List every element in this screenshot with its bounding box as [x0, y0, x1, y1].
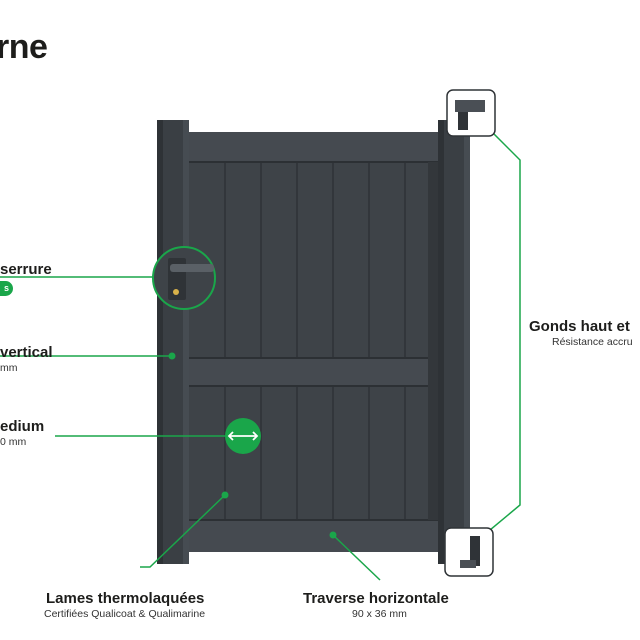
lock-zoom — [152, 246, 216, 310]
keyhole-icon — [173, 289, 179, 295]
top-rail — [189, 132, 438, 162]
medium-sub: 0 mm — [0, 436, 27, 448]
slats-sub: Certifiées Qualicoat & Qualimarine — [44, 608, 206, 620]
gate-leaf — [189, 132, 438, 552]
door-handle-icon — [170, 264, 214, 272]
slats-top — [224, 162, 406, 358]
hinge-bottom-icon — [444, 527, 494, 577]
page-title: rne — [0, 28, 48, 66]
rail-label: Traverse horizontale — [303, 590, 449, 607]
lock-label: serrure — [0, 261, 52, 278]
lock-badge: s — [0, 281, 14, 296]
hinges-sub: Résistance accru — [552, 336, 633, 348]
double-arrow-icon — [227, 431, 259, 441]
callout-lines — [0, 119, 521, 581]
rail-sub: 90 x 36 mm — [352, 608, 407, 620]
slats-label: Lames thermolaquées — [46, 590, 205, 607]
middle-rail — [189, 358, 438, 386]
vertical-label: vertical — [0, 344, 53, 361]
vertical-sub: mm — [0, 362, 18, 374]
medium-label: edium — [0, 418, 45, 435]
slat-width-marker — [225, 418, 261, 454]
hinges-label: Gonds haut et — [529, 318, 630, 335]
bottom-rail — [189, 520, 438, 552]
hinge-top-icon — [446, 89, 496, 137]
